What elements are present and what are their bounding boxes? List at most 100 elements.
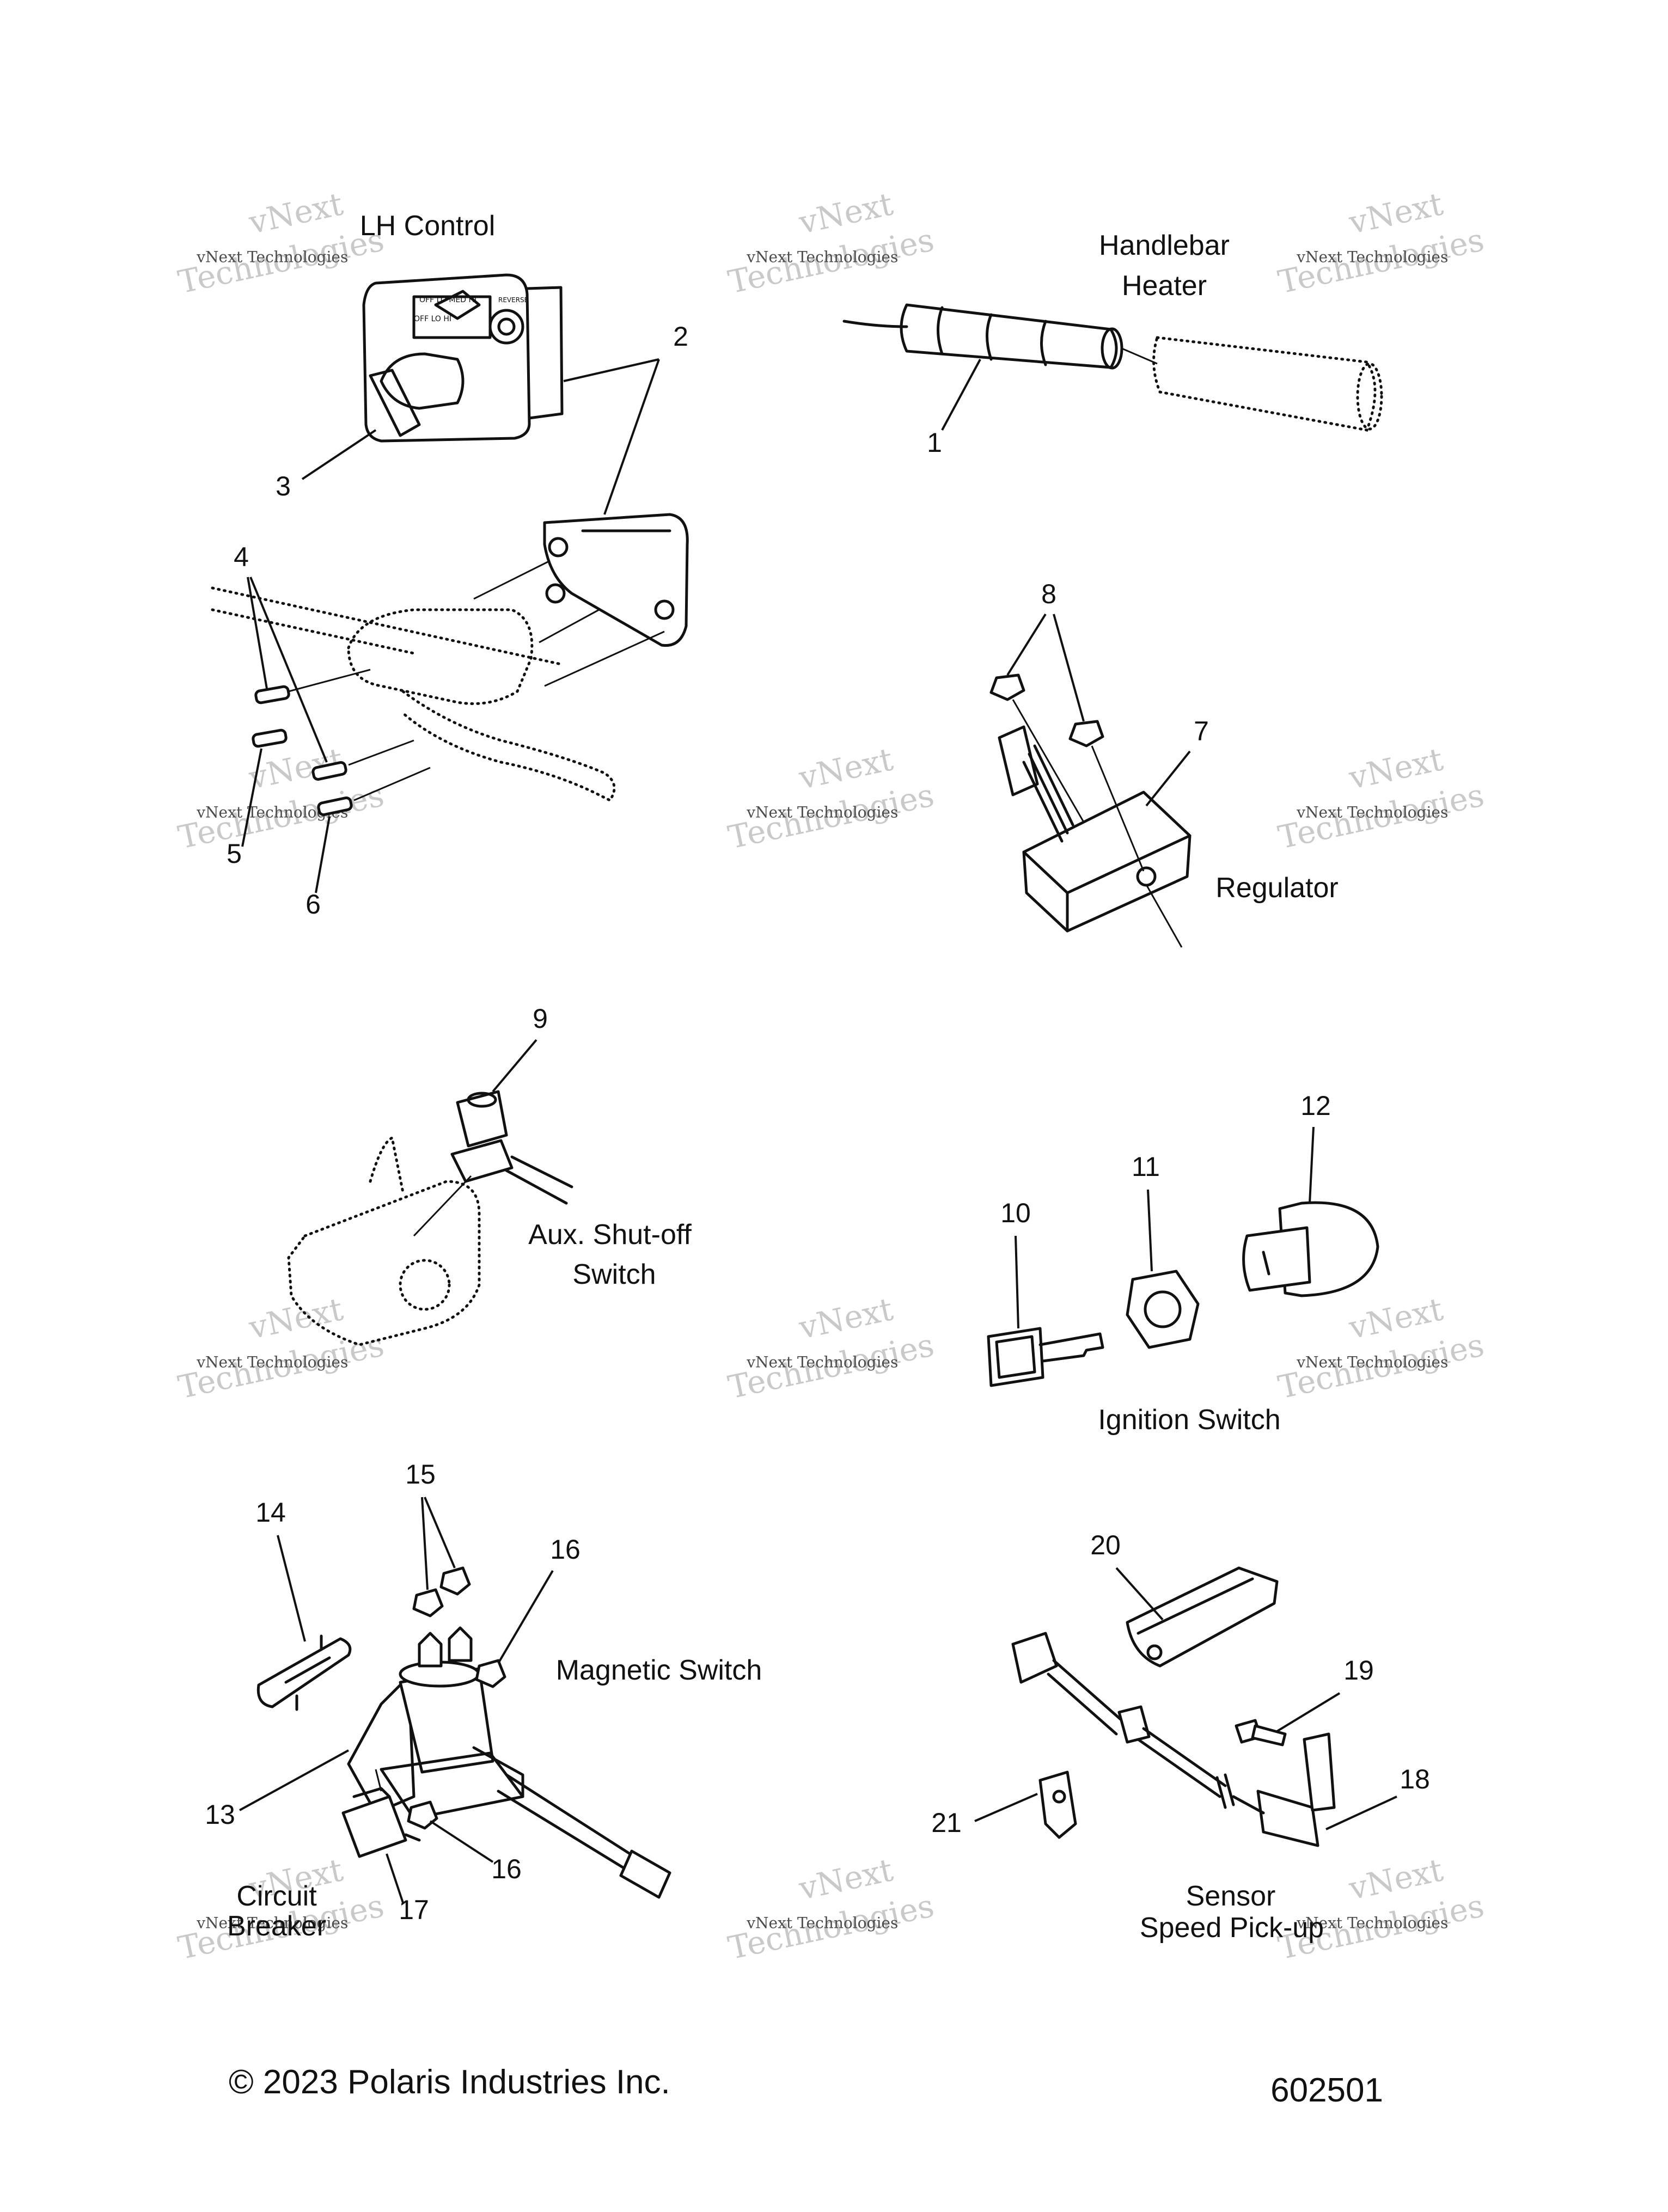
solenoid-stud-1 <box>418 1632 443 1668</box>
switch-text-side: REVERSE <box>498 296 528 304</box>
callout-14: 14 <box>255 1497 286 1528</box>
leader-10 <box>1015 1235 1019 1329</box>
aux-switch-wire <box>505 1155 573 1205</box>
callout-8: 8 <box>1041 579 1056 609</box>
leader-assembly-3 <box>544 630 665 687</box>
leader-2 <box>563 358 660 515</box>
aux-shutoff-label-1: Aux. Shut-off <box>528 1219 692 1251</box>
harness-terminal <box>472 1746 524 1798</box>
ignition-key-blade <box>1038 1332 1104 1363</box>
callout-21: 21 <box>931 1807 962 1838</box>
watermark-small: vNext Technologies <box>1296 1353 1448 1371</box>
leader-20 <box>1115 1567 1164 1621</box>
callout-4: 4 <box>234 542 249 572</box>
heater-end <box>1101 327 1123 370</box>
nut-15b <box>439 1566 471 1596</box>
sensor-grommet <box>1117 1705 1151 1744</box>
circuit-breaker-body <box>341 1795 407 1858</box>
nut-16a <box>475 1659 506 1688</box>
sensor-body <box>1256 1790 1319 1847</box>
nut-alignment-lines <box>1012 699 1145 872</box>
cover-boss-2 <box>545 583 566 604</box>
leader-5 <box>241 748 262 847</box>
screw-4a <box>254 685 290 704</box>
leader-16b <box>429 1820 494 1863</box>
callout-16a: 16 <box>550 1534 581 1565</box>
lh-control-cover <box>543 513 689 647</box>
ignition-key-head-inner <box>995 1335 1036 1379</box>
callout-18: 18 <box>1400 1764 1430 1794</box>
handlebar-heater-label-2: Heater <box>1122 270 1207 302</box>
screw-5 <box>252 728 288 748</box>
ignition-nut <box>1126 1270 1200 1349</box>
ignition-key-head <box>987 1327 1044 1387</box>
regulator-connector <box>998 725 1039 796</box>
aux-switch-base <box>450 1139 514 1183</box>
magnetic-switch-group: Magnetic Switch 14 13 15 16 16 <box>205 1459 762 1942</box>
regulator-label: Regulator <box>1215 872 1338 904</box>
bracket-14-slot <box>284 1656 331 1684</box>
leader-11 <box>1147 1189 1153 1272</box>
lh-control-side-plate <box>526 286 564 420</box>
aux-switch-button-top <box>467 1092 497 1108</box>
circuit-breaker-label-1: Circuit <box>236 1880 317 1912</box>
solenoid-stud-2 <box>448 1626 473 1662</box>
ignition-switch-label: Ignition Switch <box>1098 1404 1280 1436</box>
callout-12: 12 <box>1300 1090 1331 1121</box>
watermark-small: vNext Technologies <box>196 248 348 266</box>
bolt-19-shank <box>1251 1724 1287 1747</box>
screw-path-3 <box>353 767 431 801</box>
callout-6: 6 <box>306 889 321 920</box>
clip-21 <box>1038 1770 1077 1839</box>
sensor-label-1: Sensor <box>1186 1880 1276 1912</box>
handlebar-grip-end-dotted <box>1356 362 1383 431</box>
cover-boss-3 <box>654 599 675 620</box>
nut-15a <box>412 1588 444 1617</box>
handlebar-line-2 <box>211 608 416 655</box>
callout-5: 5 <box>227 838 242 869</box>
bracket-14 <box>256 1637 352 1708</box>
handlebar-control-body-dotted <box>347 608 534 705</box>
screw-path-2 <box>348 739 414 766</box>
leader-21 <box>974 1793 1038 1822</box>
watermark-small: vNext Technologies <box>1296 803 1448 821</box>
lh-control-rocker <box>434 290 481 320</box>
ignition-key-slot <box>1262 1251 1270 1276</box>
sensor-probe <box>1303 1732 1336 1812</box>
screw-4b <box>311 761 347 781</box>
aux-housing-dotted <box>287 1180 481 1346</box>
switch-text-bottom: OFF LO HI <box>414 315 451 323</box>
leader-4 <box>247 577 328 763</box>
sensor-label-2: Speed Pick-up <box>1140 1912 1324 1944</box>
leader-7 <box>1145 750 1191 807</box>
regulator-body <box>1022 791 1192 933</box>
sensor-neck <box>1232 1795 1265 1815</box>
lh-control-group: LH Control OFF LO MED HI OFF LO HI REVER… <box>211 210 689 920</box>
watermark-small: vNext Technologies <box>746 1353 898 1371</box>
drawing-number: 602501 <box>1270 2072 1383 2109</box>
sensor-cable-1 <box>1047 1659 1123 1736</box>
sensor-bracket-20 <box>1126 1566 1279 1668</box>
sensor-bracket-20-edge <box>1137 1577 1254 1635</box>
handlebar-heater-group: Handlebar Heater 1 <box>842 230 1383 458</box>
ignition-nut-bore <box>1144 1290 1182 1328</box>
aux-housing-bore-dotted <box>399 1259 451 1311</box>
circuit-breaker-alignment <box>375 1769 382 1792</box>
leader-1 <box>941 359 981 431</box>
callout-13: 13 <box>205 1799 235 1830</box>
heater-bands <box>937 306 1047 366</box>
callout-3: 3 <box>276 471 291 501</box>
aux-alignment-line <box>413 1175 472 1237</box>
leader-6 <box>315 816 331 893</box>
ignition-switch-group: Ignition Switch 10 11 12 <box>987 1090 1379 1436</box>
callout-9: 9 <box>533 1003 548 1034</box>
lh-control-housing <box>362 273 531 443</box>
